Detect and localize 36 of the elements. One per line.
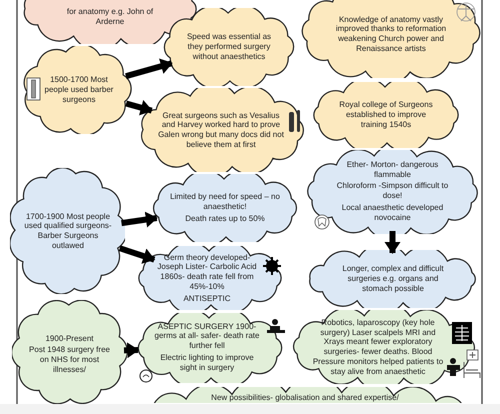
cloud-text: Royal college of Surgeons established to improve training 1540s bbox=[338, 100, 434, 130]
block-arrow bbox=[121, 212, 158, 228]
cloud-node bbox=[138, 88, 306, 172]
block-arrow bbox=[384, 231, 400, 254]
cloud-node bbox=[305, 150, 480, 234]
cloud-text: Longer, complex and difficult surgeries e.g. organs and stomach possible bbox=[341, 264, 445, 294]
cloud-node bbox=[162, 8, 296, 86]
block-arrow bbox=[125, 100, 153, 116]
block-arrow bbox=[118, 245, 156, 264]
cloud-text: ASEPTIC SURGERY 1900- germs at all- safer- death rate further fell bbox=[154, 322, 260, 351]
cloud-text: Knowledge of anatomy vastly improved thanks to reformation weakening Church power and Renaissance artists bbox=[334, 14, 448, 54]
cloud-text: Ether- Morton- dangerous flammable bbox=[346, 160, 440, 180]
cloud-node bbox=[135, 313, 285, 383]
cloud-text: ANTISEPTIC bbox=[183, 294, 231, 304]
cloud-text: for anatomy e.g. John of Arderne bbox=[66, 7, 154, 27]
cloud-text: Local anaesthetic developed novocaine bbox=[340, 202, 444, 222]
cloud-text: 1500-1700 Most people used barber surgeons bbox=[44, 75, 114, 105]
cloud-text: Great surgeons such as Vesalius and Harvey worked hard to prove Galen wrong but many docs did not believe them at first bbox=[158, 110, 284, 150]
cloud-node bbox=[150, 174, 300, 242]
block-arrow bbox=[124, 342, 140, 358]
cloud-text: 1900-Present bbox=[45, 334, 94, 344]
cloud-text: Germ theory developed- Joseph Lister- Carbolic Acid 1860s- death rate fell from 45%-10% bbox=[156, 252, 258, 292]
cloud-text: Death rates up to 50% bbox=[185, 214, 265, 224]
cloud-text: Limited by need for speed – no anaesthetic! bbox=[169, 192, 281, 212]
cloud-text: Post 1948 surgery free on NHS for most illnesses/ bbox=[28, 345, 111, 374]
cloud-text: Robotics, laparoscopy (key hole surgery) Laser scalpels MRI and Xrays meant fewer exploratory surgeries- fewer deaths. Blood Pressure monitors helped patients to stay alive from anaesthetic bbox=[312, 318, 444, 376]
cloud-text: New possibilities- globalisation and shared expertise/ bbox=[211, 392, 399, 402]
cloud-node bbox=[12, 300, 127, 404]
cloud-node bbox=[10, 168, 125, 294]
cloud-text: Chloroform -Simpson difficult to dose! bbox=[336, 181, 450, 201]
cloud-node bbox=[300, 0, 482, 78]
cloud-node bbox=[22, 46, 132, 134]
cloud-text: 1700-1900 Most people used qualified surgeons- Barber Surgeons outlawed bbox=[24, 212, 112, 250]
block-arrow bbox=[125, 58, 173, 80]
cloud-text: Electric lighting to improve sight in surgery bbox=[159, 352, 255, 372]
cloud-text: Speed was essential as they performed surgery without anaesthetics bbox=[186, 32, 272, 62]
